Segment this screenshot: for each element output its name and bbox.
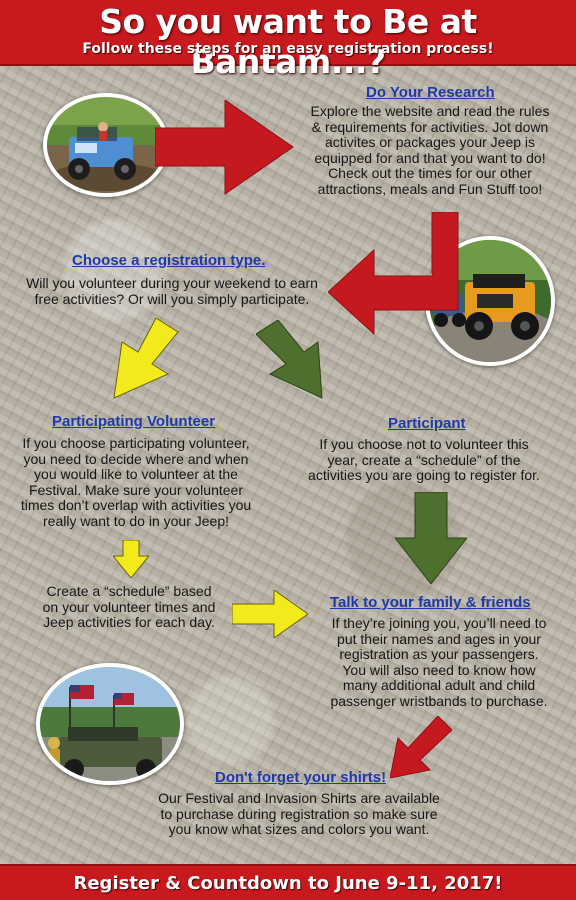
- volunteer-title: Participating Volunteer: [52, 413, 216, 430]
- top-banner: So you want to Be at Bantam...? Follow t…: [0, 0, 576, 81]
- family-line: If they’re joining you, you’ll need to: [331, 615, 547, 631]
- shirts-title: Don't forget your shirts!: [215, 769, 387, 786]
- research-line: Check out the times for our other: [328, 165, 532, 181]
- family-title: Talk to your family & friends: [330, 594, 531, 611]
- research-line: equipped for and that you want to do!: [314, 149, 546, 166]
- family-line: registration as your passengers.: [339, 646, 539, 662]
- family-line: put their names and ages in your: [337, 630, 541, 647]
- page-subtitle: Follow these steps for an easy registrat…: [82, 41, 494, 57]
- flag-jeep-illustration: [40, 667, 180, 781]
- red-arrow-research: [155, 100, 294, 195]
- research-line: Explore the website and read the rules: [310, 103, 550, 119]
- volunteer-line: Festival. Make sure your volunteer: [29, 481, 243, 498]
- schedule-line: on your volunteer times and: [42, 598, 216, 615]
- schedule-line: Create a “schedule” based: [46, 583, 212, 599]
- family-text: If they’re joining you, you’ll need to p…: [308, 615, 570, 709]
- family-line: You will also need to know how: [342, 661, 536, 678]
- schedule-text: Create a “schedule” based on your volunt…: [24, 583, 234, 631]
- participant-line: activities you are going to register for…: [308, 467, 540, 483]
- shirts-line: Our Festival and Invasion Shirts are ava…: [158, 790, 440, 806]
- shirts-line: to purchase during registration so make …: [160, 805, 438, 822]
- volunteer-text: If you choose participating volunteer, y…: [4, 435, 268, 529]
- yellow-arrow-volunteer: [113, 318, 179, 399]
- research-line: attractions, meals and Fun Stuff too!: [317, 180, 543, 197]
- volunteer-line: times don’t overlap with activities you: [20, 497, 252, 513]
- green-arrow-participant: [256, 320, 323, 399]
- flag-jeep-photo: [36, 663, 184, 785]
- volunteer-line: you need to decide where and when: [23, 450, 249, 467]
- family-line: many additional adult and child: [342, 677, 536, 693]
- blue-jeep-illustration: [47, 97, 165, 193]
- research-line: & requirements for activities. Jot down: [311, 118, 549, 135]
- participant-title: Participant: [388, 415, 466, 432]
- shirts-text: Our Festival and Invasion Shirts are ava…: [140, 790, 458, 838]
- participant-line: If you choose not to volunteer this: [319, 436, 529, 452]
- participant-line: year, create a “schedule” of the: [327, 451, 521, 468]
- schedule-line: Jeep activities for each day.: [43, 614, 215, 630]
- research-line: activites or packages your Jeep is: [324, 134, 536, 150]
- family-line: passenger wristbands to purchase.: [330, 692, 548, 709]
- volunteer-line: If you choose participating volunteer,: [22, 435, 250, 451]
- participant-text: If you choose not to volunteer this year…: [286, 436, 562, 484]
- research-title: Do Your Research: [366, 84, 495, 101]
- page-title: So you want to Be at Bantam...?: [99, 2, 477, 81]
- shirts-line: you know what sizes and colors you want.: [168, 821, 430, 837]
- yellow-arrow-schedule: [113, 540, 149, 578]
- registration-type-title: Choose a registration type.: [72, 252, 266, 269]
- research-text: Explore the website and read the rules &…: [290, 103, 570, 197]
- registration-type-line: free activities? Or will you simply part…: [34, 290, 310, 307]
- countdown-text: Register & Countdown to June 9-11, 2017!: [73, 873, 503, 894]
- bottom-banner: Register & Countdown to June 9-11, 2017!: [0, 864, 576, 900]
- registration-type-text: Will you volunteer during your weekend t…: [4, 275, 340, 307]
- red-arrow-registration-type: [328, 212, 459, 336]
- registration-type-line: Will you volunteer during your weekend t…: [26, 275, 318, 291]
- volunteer-line: you would like to volunteer at the: [34, 466, 238, 482]
- blue-jeep-photo: [43, 93, 169, 197]
- yellow-arrow-right: [232, 590, 308, 638]
- red-arrow-shirts: [390, 716, 452, 778]
- volunteer-line: really want to do in your Jeep!: [43, 512, 229, 529]
- green-arrow-family: [395, 492, 467, 584]
